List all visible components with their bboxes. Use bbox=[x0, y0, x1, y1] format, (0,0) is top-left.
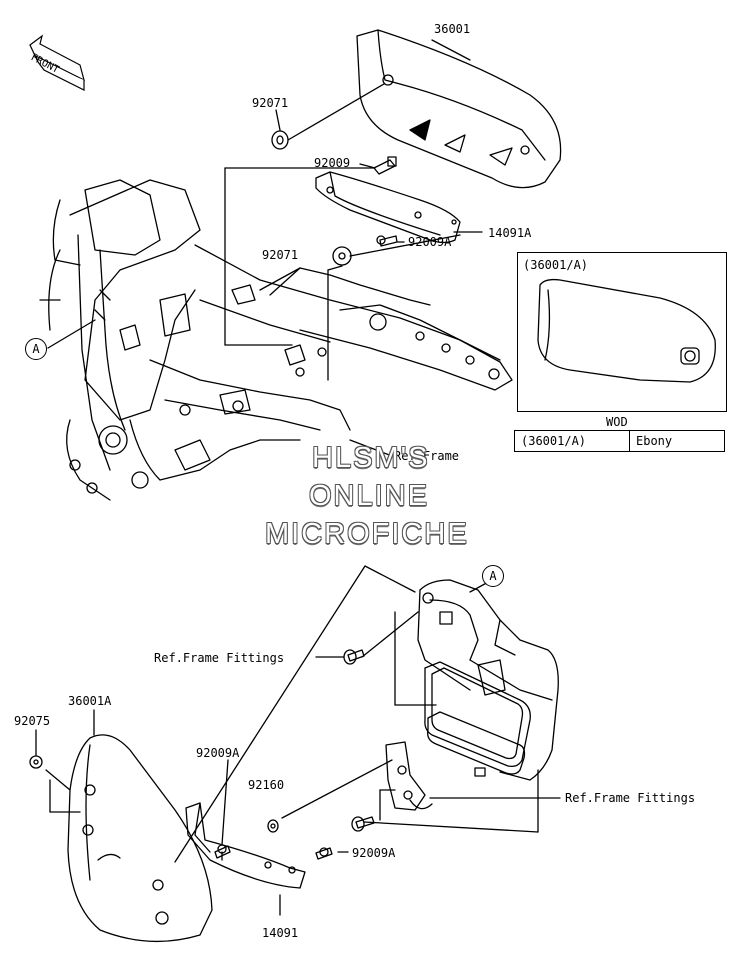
watermark-line-2: ONLINE bbox=[309, 480, 429, 512]
motorcycle-frame bbox=[39, 179, 513, 501]
label-ref-frame: Ref.Frame bbox=[394, 449, 460, 463]
bolt-ref-frame-fittings-lower bbox=[351, 816, 375, 832]
front-arrow bbox=[29, 34, 85, 91]
callout-a-right: A bbox=[482, 565, 504, 587]
rubber-seal bbox=[424, 661, 531, 777]
color-table-color: Ebony bbox=[629, 430, 725, 452]
color-table-code: (36001/A) bbox=[514, 430, 630, 452]
label-36001: 36001 bbox=[434, 22, 471, 36]
label-92009: 92009 bbox=[314, 156, 351, 170]
callout-a-left: A bbox=[25, 338, 47, 360]
color-table: (36001/A) Ebony bbox=[514, 430, 725, 452]
label-92160: 92160 bbox=[248, 778, 285, 792]
label-ref-frame-fittings-right: Ref.Frame Fittings bbox=[565, 791, 696, 805]
inset-title: (36001/A) bbox=[523, 258, 589, 272]
label-ref-frame-fittings-left: Ref.Frame Fittings bbox=[154, 651, 285, 665]
label-92009A-top: 92009A bbox=[408, 235, 452, 249]
bracket-14091 bbox=[185, 802, 306, 889]
inset-panel bbox=[517, 252, 727, 412]
side-cover-36001 bbox=[356, 29, 562, 189]
bolt-92009A-top bbox=[376, 235, 398, 247]
label-92071-top: 92071 bbox=[252, 96, 289, 110]
grommet-92075 bbox=[29, 755, 43, 769]
bracket-14091A bbox=[315, 171, 461, 244]
bolt-92009A-bottom bbox=[315, 847, 333, 860]
label-92009A-bottom: 92009A bbox=[352, 846, 396, 860]
battery-case bbox=[417, 579, 559, 781]
color-table-header: WOD bbox=[606, 415, 628, 429]
table-row: (36001/A) Ebony bbox=[514, 430, 725, 452]
watermark-line-3: MICROFICHE bbox=[265, 518, 469, 550]
label-92075: 92075 bbox=[14, 714, 51, 728]
watermark-line-1: HLSM'S bbox=[312, 442, 430, 474]
bolt-92009 bbox=[373, 156, 397, 175]
label-92009A-mid: 92009A bbox=[196, 746, 240, 760]
label-14091A: 14091A bbox=[488, 226, 532, 240]
washer-92160 bbox=[267, 819, 279, 833]
mounting-bracket-lower bbox=[385, 741, 433, 811]
bolt-ref-frame-fittings-upper bbox=[343, 649, 365, 665]
inset-cover-drawing bbox=[537, 278, 716, 383]
grommet-92071-top bbox=[271, 130, 289, 150]
label-92071-mid: 92071 bbox=[262, 248, 299, 262]
label-14091: 14091 bbox=[262, 926, 299, 940]
grommet-92071-mid bbox=[332, 246, 352, 266]
label-36001A: 36001A bbox=[68, 694, 112, 708]
side-cover-36001A bbox=[67, 734, 213, 943]
